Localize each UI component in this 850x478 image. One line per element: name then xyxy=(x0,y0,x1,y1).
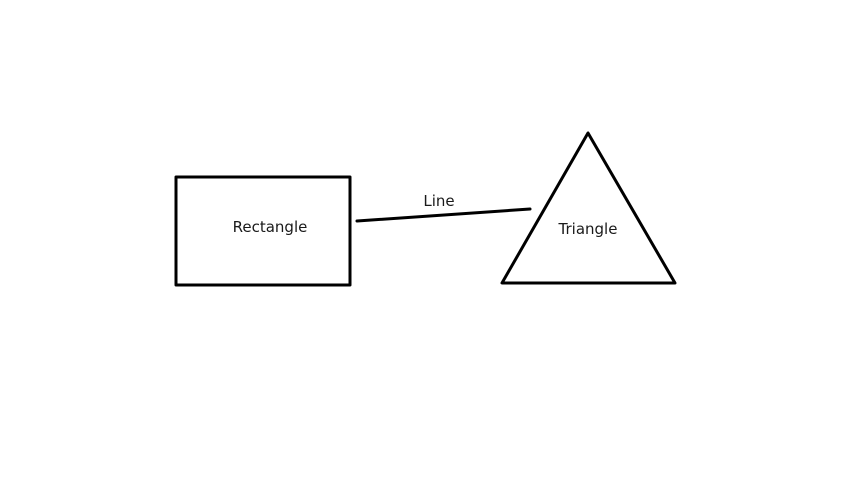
triangle-shape xyxy=(500,131,677,285)
triangle-label: Triangle xyxy=(558,220,618,238)
line-label: Line xyxy=(423,192,454,210)
rectangle-shape xyxy=(174,175,352,287)
rectangle-label: Rectangle xyxy=(233,218,308,236)
connector-line xyxy=(355,207,532,223)
